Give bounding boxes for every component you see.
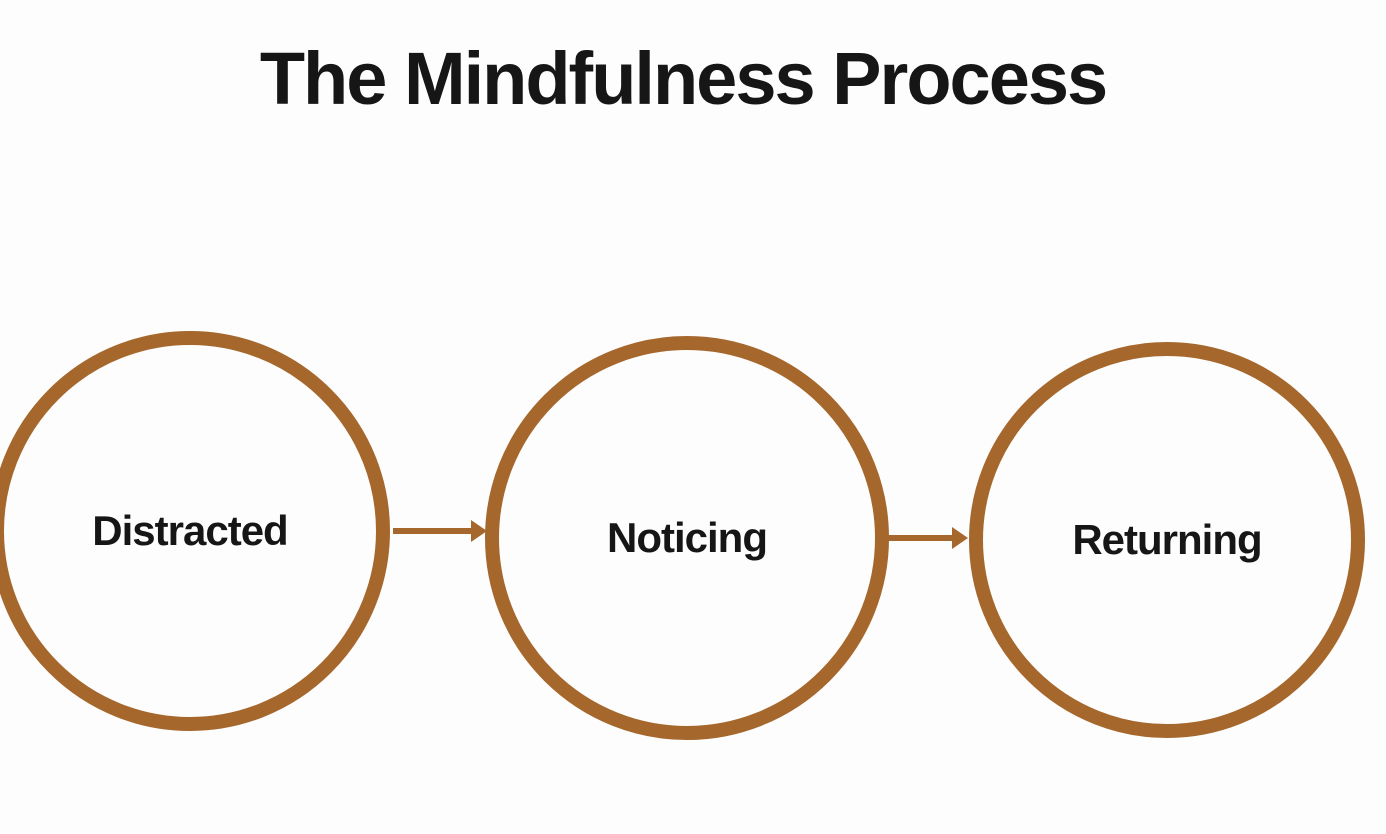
process-step-returning: Returning — [969, 342, 1365, 738]
step-label-noticing: Noticing — [607, 514, 768, 561]
arrow-right-icon — [471, 520, 487, 542]
process-step-distracted: Distracted — [0, 331, 390, 731]
process-step-noticing: Noticing — [485, 336, 889, 740]
arrow-right-icon — [952, 527, 968, 549]
arrow-shaft — [393, 528, 471, 534]
step-label-distracted: Distracted — [92, 507, 288, 554]
flow-connector-1 — [393, 519, 487, 543]
step-label-returning: Returning — [1072, 516, 1262, 563]
flow-connector-2 — [884, 526, 968, 550]
arrow-shaft — [884, 535, 952, 541]
diagram-title: The Mindfulness Process — [259, 37, 1108, 120]
